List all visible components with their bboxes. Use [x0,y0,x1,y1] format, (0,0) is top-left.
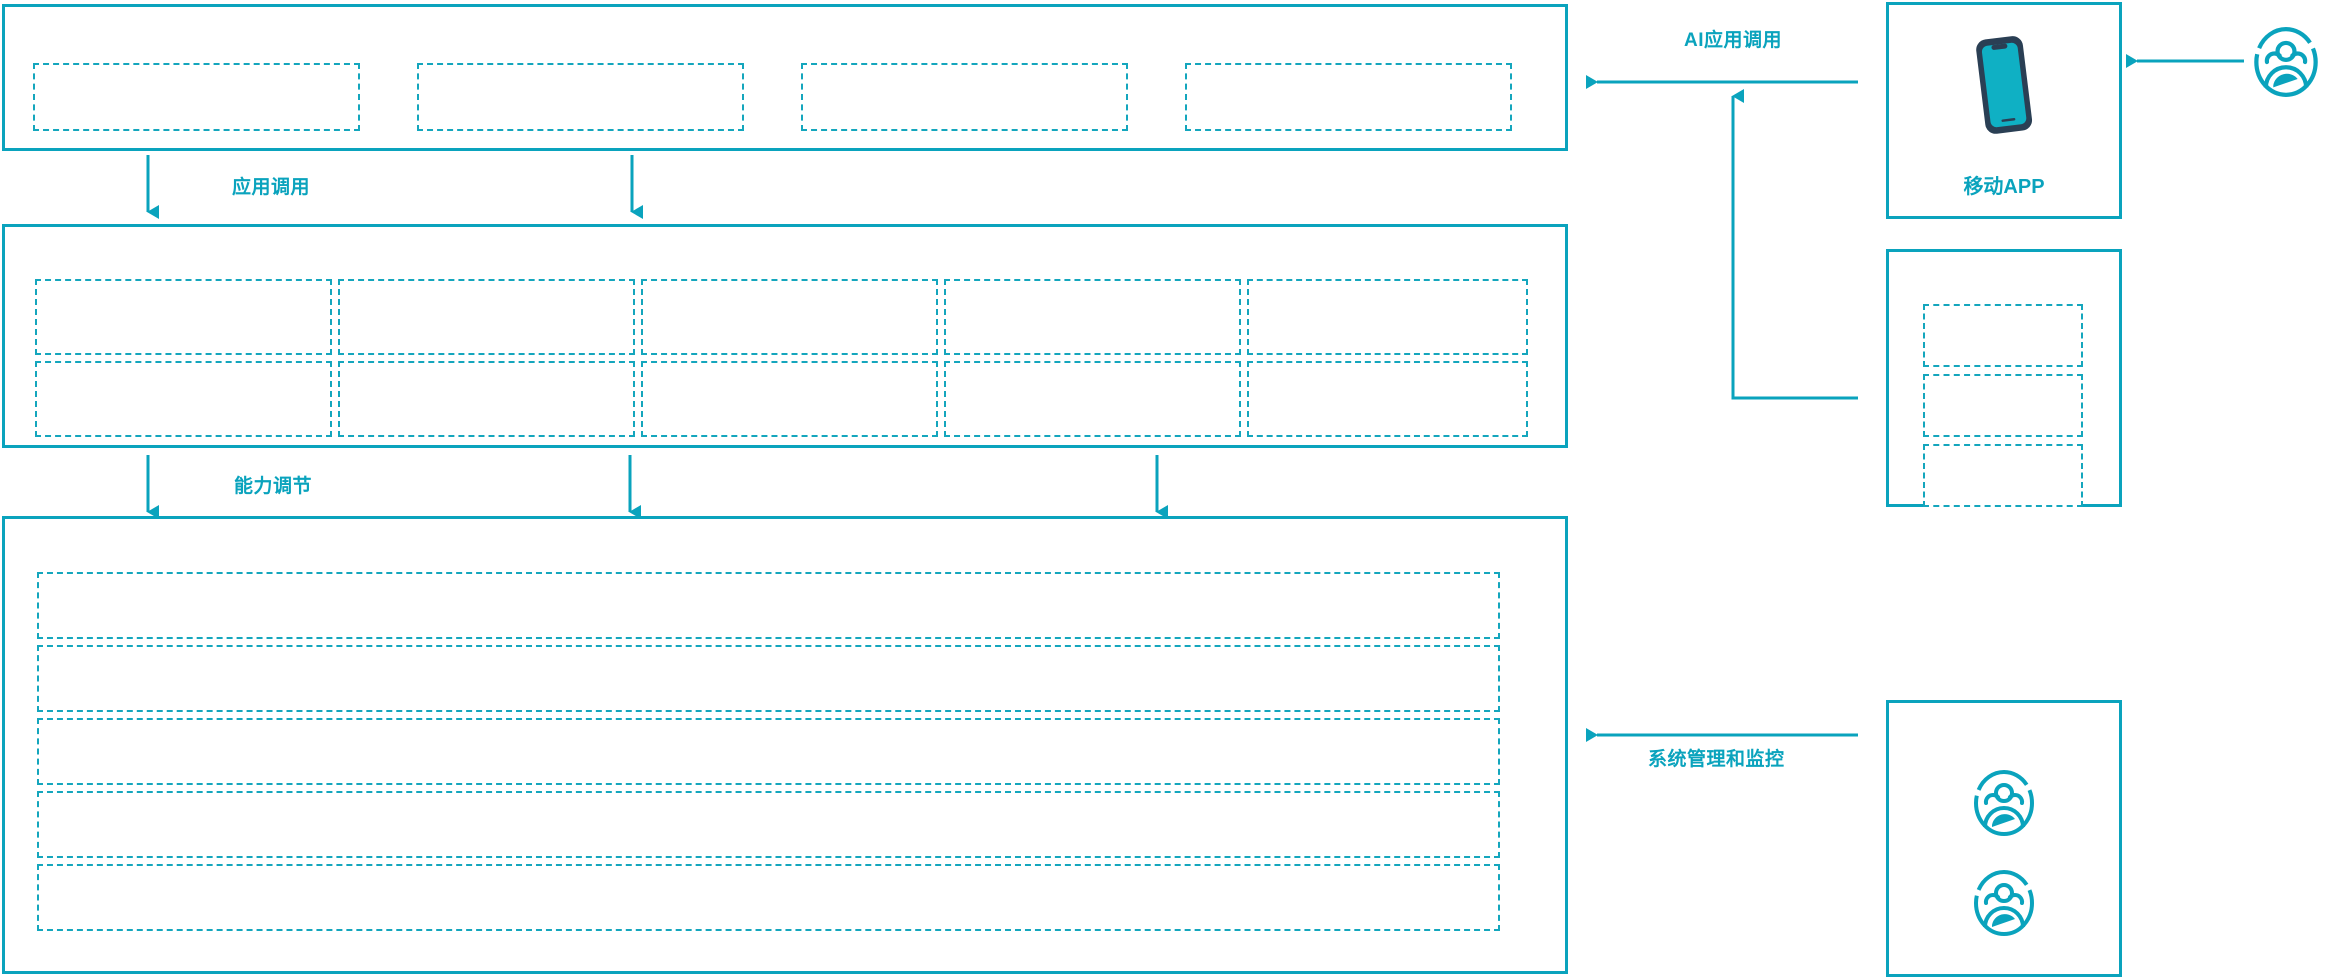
capability-slot-1[interactable] [35,279,332,355]
channel-slot-3[interactable] [1923,444,2083,507]
capability-slot-5[interactable] [1247,279,1528,355]
user-group-icon-end-user [2252,26,2320,98]
capability-slot-10[interactable] [1247,361,1528,437]
capability-slot-4[interactable] [944,279,1241,355]
capability-slot-9[interactable] [944,361,1241,437]
operations-panel [1886,700,2122,977]
application-slot-3[interactable] [801,63,1128,131]
channel-slot-1[interactable] [1923,304,2083,367]
capability-slot-3[interactable] [641,279,938,355]
application-layer-panel [2,4,1568,151]
channel-panel [1886,249,2122,507]
capability-slot-7[interactable] [338,361,635,437]
mobile-app-caption: 移动APP [1963,176,2045,198]
capability-layer-panel [2,224,1568,448]
application-slot-4[interactable] [1185,63,1512,131]
application-slot-1[interactable] [33,63,360,131]
infrastructure-slot-5[interactable] [37,864,1500,931]
connector-channel-to-ai-arrow [1731,89,1858,400]
label-ai-application-invocation: AI应用调用 [1684,30,1783,51]
capability-slot-8[interactable] [641,361,938,437]
user-group-icon-operator-1 [1972,769,2036,837]
smartphone-icon [1960,29,2048,139]
label-system-management-monitoring: 系统管理和监控 [1648,749,1785,770]
label-application-invocation: 应用调用 [232,177,311,198]
infrastructure-layer-panel [2,516,1568,974]
capability-slot-2[interactable] [338,279,635,355]
mobile-app-panel: 移动APP [1886,2,2122,219]
infrastructure-slot-2[interactable] [37,645,1500,712]
user-group-icon-operator-2 [1972,869,2036,937]
application-slot-2[interactable] [417,63,744,131]
capability-slot-6[interactable] [35,361,332,437]
infrastructure-slot-3[interactable] [37,718,1500,785]
label-capability-adjustment: 能力调节 [234,476,313,497]
channel-slot-2[interactable] [1923,374,2083,437]
infrastructure-slot-4[interactable] [37,791,1500,858]
infrastructure-slot-1[interactable] [37,572,1500,639]
